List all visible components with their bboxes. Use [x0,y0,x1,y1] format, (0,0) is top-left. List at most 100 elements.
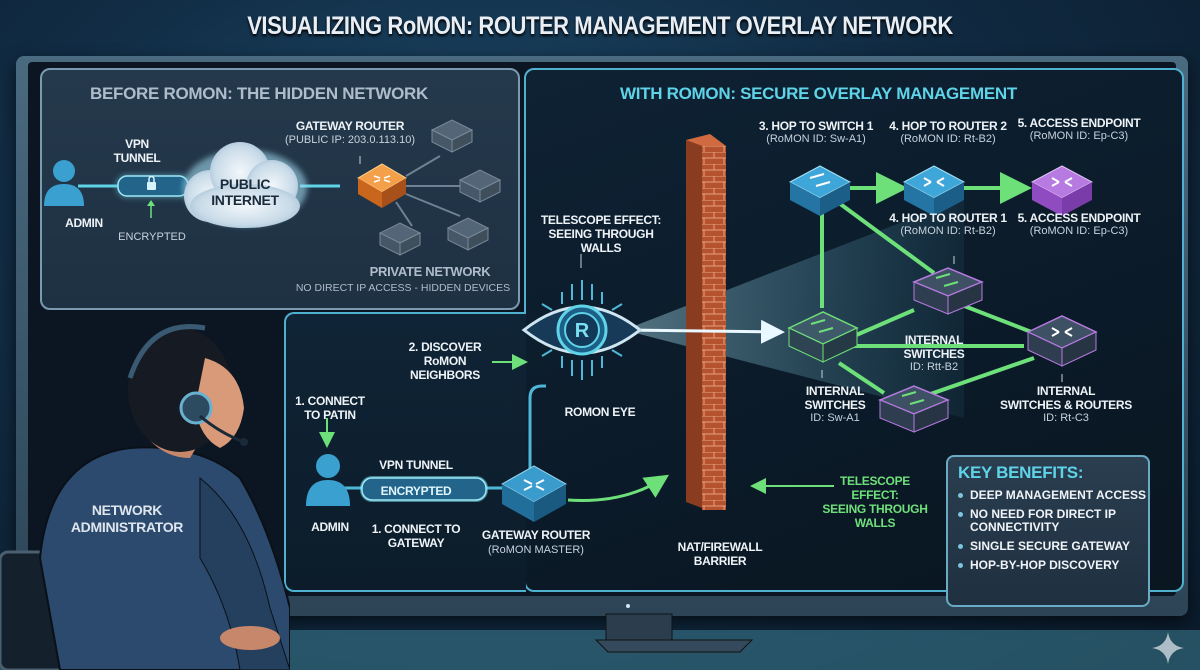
discover-line1: 2. DISCOVER RoMON [408,340,482,368]
admin-user-icon [44,160,84,206]
romon-eye-label: ROMON EYE [564,405,636,419]
before-encrypted-label: ENCRYPTED [118,231,186,243]
jacket-line2: ADMINISTRATOR [70,519,184,535]
beam-arrow [623,319,785,344]
telescope-bottom-line3: SEEING THROUGH [822,502,928,516]
telescope-top-line1: TELESCOPE EFFECT: [540,213,662,227]
internal-line1: INTERNAL [805,384,865,398]
private-network-label: PRIVATE NETWORK [369,264,491,279]
internal-line1: INTERNAL [1036,384,1096,398]
internal-line1: INTERNAL [904,333,964,347]
hop-id: (RoMON ID: Rt-B2) [900,133,996,145]
internal-router-rt-c3-icon [1026,315,1098,367]
hop-label-router-2: 4. HOP TO ROUTER 2 (RoMON ID: Rt-B2) [888,119,1008,146]
gateway-to-wall-arrow [567,474,670,502]
monitor-stand-base [594,639,754,653]
telescope-bottom-line2: EFFECT: [851,488,899,502]
key-benefits-box: KEY BENEFITS: DEEP MANAGEMENT ACCESS NO … [946,455,1150,607]
internal-switch-lower-icon [878,385,950,433]
with-romon-panel-left-extension [284,312,526,592]
benefit-item: SINGLE SECURE GATEWAY [958,540,1148,553]
public-internet-cloud-icon [183,142,307,228]
hop-label-switch-1: 3. HOP TO SWITCH 1 (RoMON ID: Sw-A1) [756,119,876,146]
internal-label-rt-c3: INTERNAL SWITCHES & ROUTERS ID: Rt-C3 [996,384,1136,425]
vpn-label-line1: VPN [125,137,149,151]
jacket-line1: NETWORK [91,502,163,518]
hop-router-2-icon [902,165,966,216]
telescope-top-label: TELESCOPE EFFECT: SEEING THROUGH WALLS [534,213,668,255]
vpn-tunnel-icon-lower [360,476,488,502]
before-diagram [44,119,502,256]
lower-gateway-sub: (RoMON MASTER) [488,544,584,556]
gateway-to-eye-link [528,384,546,504]
connect-patin-label: 1. CONNECT TO PATIN [290,394,370,422]
internal-switch-sw-a1-icon [787,311,859,363]
benefit-item: DEEP MANAGEMENT ACCESS [958,489,1148,502]
internal-id: ID: Sw-A1 [810,412,860,424]
benefit-item: HOP-BY-HOP DISCOVERY [958,559,1148,572]
benefit-item: NO NEED FOR DIRECT IP CONNECTIVITY [958,508,1148,534]
hop-title: 4. HOP TO ROUTER 1 [889,211,1007,225]
network-administrator-illustration [0,324,290,670]
hop-switch-1-icon [788,165,852,216]
with-diagram: R [306,134,1098,522]
lock-icon [147,182,156,190]
hop-label-endpoint-top: 5. ACCESS ENDPOINT (RoMON ID: Ep-C3) [1014,116,1144,143]
microphone-icon [240,438,248,446]
hop-label-endpoint-bottom: 5. ACCESS ENDPOINT (RoMON ID: Ep-C3) [1014,211,1144,238]
discover-neighbors-label: 2. DISCOVER RoMON NEIGHBORS [390,340,500,382]
lower-gateway-label: GATEWAY ROUTER [481,528,591,542]
telescope-bottom-line4: WALLS [854,516,896,530]
before-gateway-ip: (PUBLIC IP: 203.0.113.10) [284,134,416,146]
public-internet-label: PUBLIC INTERNET [210,176,280,208]
private-network-links [395,155,461,227]
wall-line1: NAT/FIREWALL [677,540,763,554]
before-panel-heading: BEFORE ROMON: THE HIDDEN NETWORK [90,84,428,103]
face [195,358,244,448]
vpn-tunnel-icon [117,175,189,197]
with-panel-heading: WITH ROMON: SECURE OVERLAY MANAGEMENT [620,84,1017,103]
connect-patin-line1: 1. CONNECT [295,394,365,408]
internal-id: ID: Rt-C3 [1043,412,1089,424]
connect-gateway-label: 1. CONNECT TO GATEWAY [366,522,466,550]
lower-vpn-label: VPN TUNNEL [379,458,453,472]
wall-line2: BARRIER [693,554,747,568]
before-gateway-label: GATEWAY ROUTER [295,119,405,133]
headset-band [127,324,206,379]
lower-admin-label: ADMIN [311,520,349,534]
hop-id: (RoMON ID: Ep-C3) [1029,130,1129,142]
connect-gateway-line1: 1. CONNECT TO [371,522,461,536]
telescope-top-line2: SEEING THROUGH WALLS [548,227,654,255]
gateway-router-icon [357,163,407,208]
telescope-beam [624,198,964,418]
before-admin-label: ADMIN [65,216,103,230]
romon-network-links [820,172,1035,400]
key-benefits-list: DEEP MANAGEMENT ACCESS NO NEED FOR DIREC… [948,489,1148,572]
jacket-label: NETWORK ADMINISTRATOR [62,502,192,536]
connect-gateway-line2: GATEWAY [387,536,445,550]
internal-label-rt-b2: INTERNAL SWITCHES ID: Rtt-B2 [884,333,984,374]
internal-line2: SWITCHES [804,398,866,412]
internal-line2: SWITCHES [903,347,965,361]
hop-id: (RoMON ID: Sw-A1) [766,133,866,145]
discover-line2: NEIGHBORS [410,368,480,382]
private-network-sub: NO DIRECT IP ACCESS - HIDDEN DEVICES [295,282,511,294]
hop-title: 4. HOP TO ROUTER 2 [889,119,1007,133]
lower-encrypted-label: ENCRYPTED [380,484,452,498]
sparkle-watermark-icon [1152,632,1184,664]
before-vpn-label: VPN TUNNEL [112,137,162,165]
vpn-label-line2: TUNNEL [113,151,161,165]
firewall-wall-icon [686,134,726,510]
hop-id: (RoMON ID: Ep-C3) [1029,225,1129,237]
telescope-bottom-line1: TELESCOPE [840,474,910,488]
gateway-router-icon-lower [500,465,568,522]
admin-user-icon-lower [306,454,350,506]
cloud-line2: INTERNET [211,192,279,208]
telescope-bottom-label: TELESCOPE EFFECT: SEEING THROUGH WALLS [820,474,930,530]
hidden-device-icons [378,119,502,256]
internal-label-sw-a1: INTERNAL SWITCHES ID: Sw-A1 [785,384,885,425]
internal-line2: SWITCHES & ROUTERS [1000,398,1132,412]
cloud-line1: PUBLIC [219,176,271,192]
hop-title: 5. ACCESS ENDPOINT [1017,211,1141,225]
power-led-icon [626,604,630,608]
